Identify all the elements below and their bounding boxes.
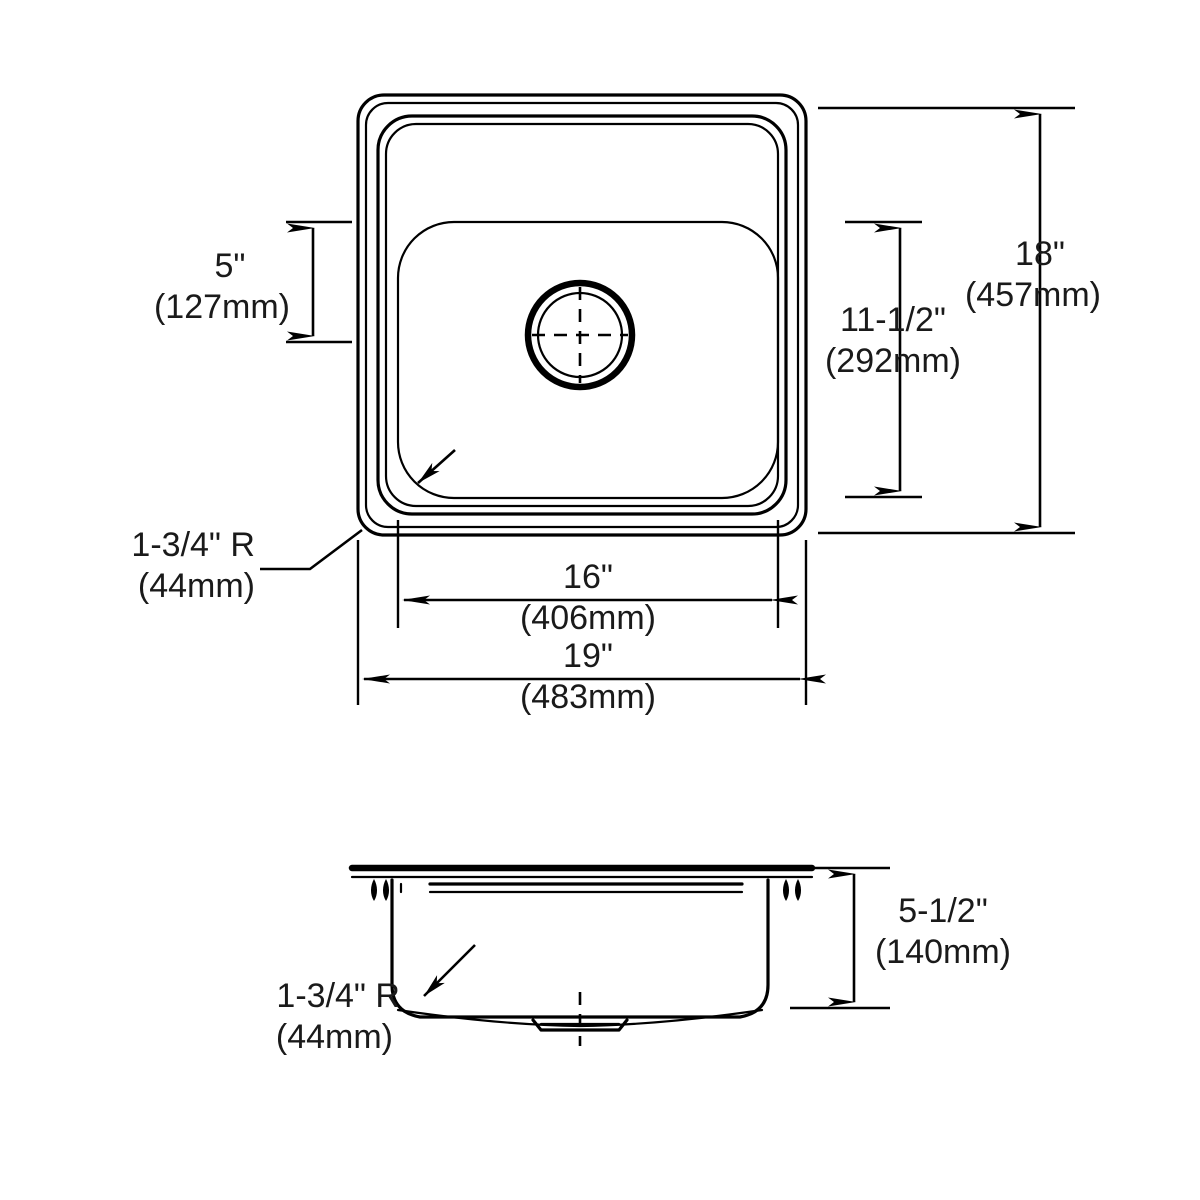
- section-drain-boss: [531, 1018, 629, 1032]
- dim-radius-section-metric: (44mm): [276, 1018, 393, 1056]
- radius-callout-top-group: 1-3/4" R (44mm): [131, 449, 456, 605]
- mounting-clip-left-a: [371, 879, 377, 901]
- drain-outer-ring: [524, 279, 636, 391]
- dim-19in-metric: (483mm): [520, 678, 656, 716]
- dim-11half-inches: 11-1/2": [840, 301, 946, 339]
- dim-5half-metric: (140mm): [875, 933, 1011, 971]
- dim-radius-section-inches: 1-3/4" R: [276, 977, 400, 1015]
- dim-16in-metric: (406mm): [520, 599, 656, 637]
- rim-deck-break: [376, 114, 788, 516]
- dimension-18in-group: 18" (457mm): [818, 106, 1101, 535]
- dim-19in-inches: 19": [563, 637, 613, 675]
- dimension-5half-in-group: 5-1/2" (140mm): [790, 866, 1011, 1010]
- dimension-19in-group: 19" (483mm): [356, 540, 826, 716]
- bowl-opening: [396, 220, 780, 500]
- dim-radius-top-metric: (44mm): [138, 567, 255, 605]
- dim-16in-inches: 16": [563, 558, 613, 596]
- dim-18in-metric: (457mm): [965, 276, 1101, 314]
- dimension-11half-in-group: 11-1/2" (292mm): [825, 220, 961, 499]
- rim-outer-edge-inner: [364, 101, 800, 529]
- dim-5in-metric: (127mm): [154, 288, 290, 326]
- dim-5in-inches: 5": [215, 247, 246, 285]
- radius-callout-section-group: 1-3/4" R (44mm): [276, 944, 476, 1056]
- dimension-16in-group: 16" (406mm): [396, 520, 798, 637]
- section-view: [348, 864, 816, 1046]
- leader-arrow-radius-section: [423, 944, 476, 997]
- rim-outer-edge: [356, 93, 808, 537]
- dimension-5in-group: 5" (127mm): [154, 220, 352, 344]
- rim-deck-break-inner: [384, 122, 780, 508]
- top-view: [356, 93, 808, 537]
- mounting-clip-right-a: [783, 879, 789, 901]
- dim-11half-metric: (292mm): [825, 342, 961, 380]
- dim-18in-inches: 18": [1015, 235, 1065, 273]
- dim-5half-inches: 5-1/2": [898, 892, 988, 930]
- mounting-clip-right-b: [795, 879, 801, 901]
- leader-line-radius-top: [260, 528, 363, 571]
- dim-radius-top-inches: 1-3/4" R: [131, 526, 255, 564]
- mounting-clip-left-b: [383, 879, 389, 901]
- leader-arrow-radius-top: [417, 449, 456, 484]
